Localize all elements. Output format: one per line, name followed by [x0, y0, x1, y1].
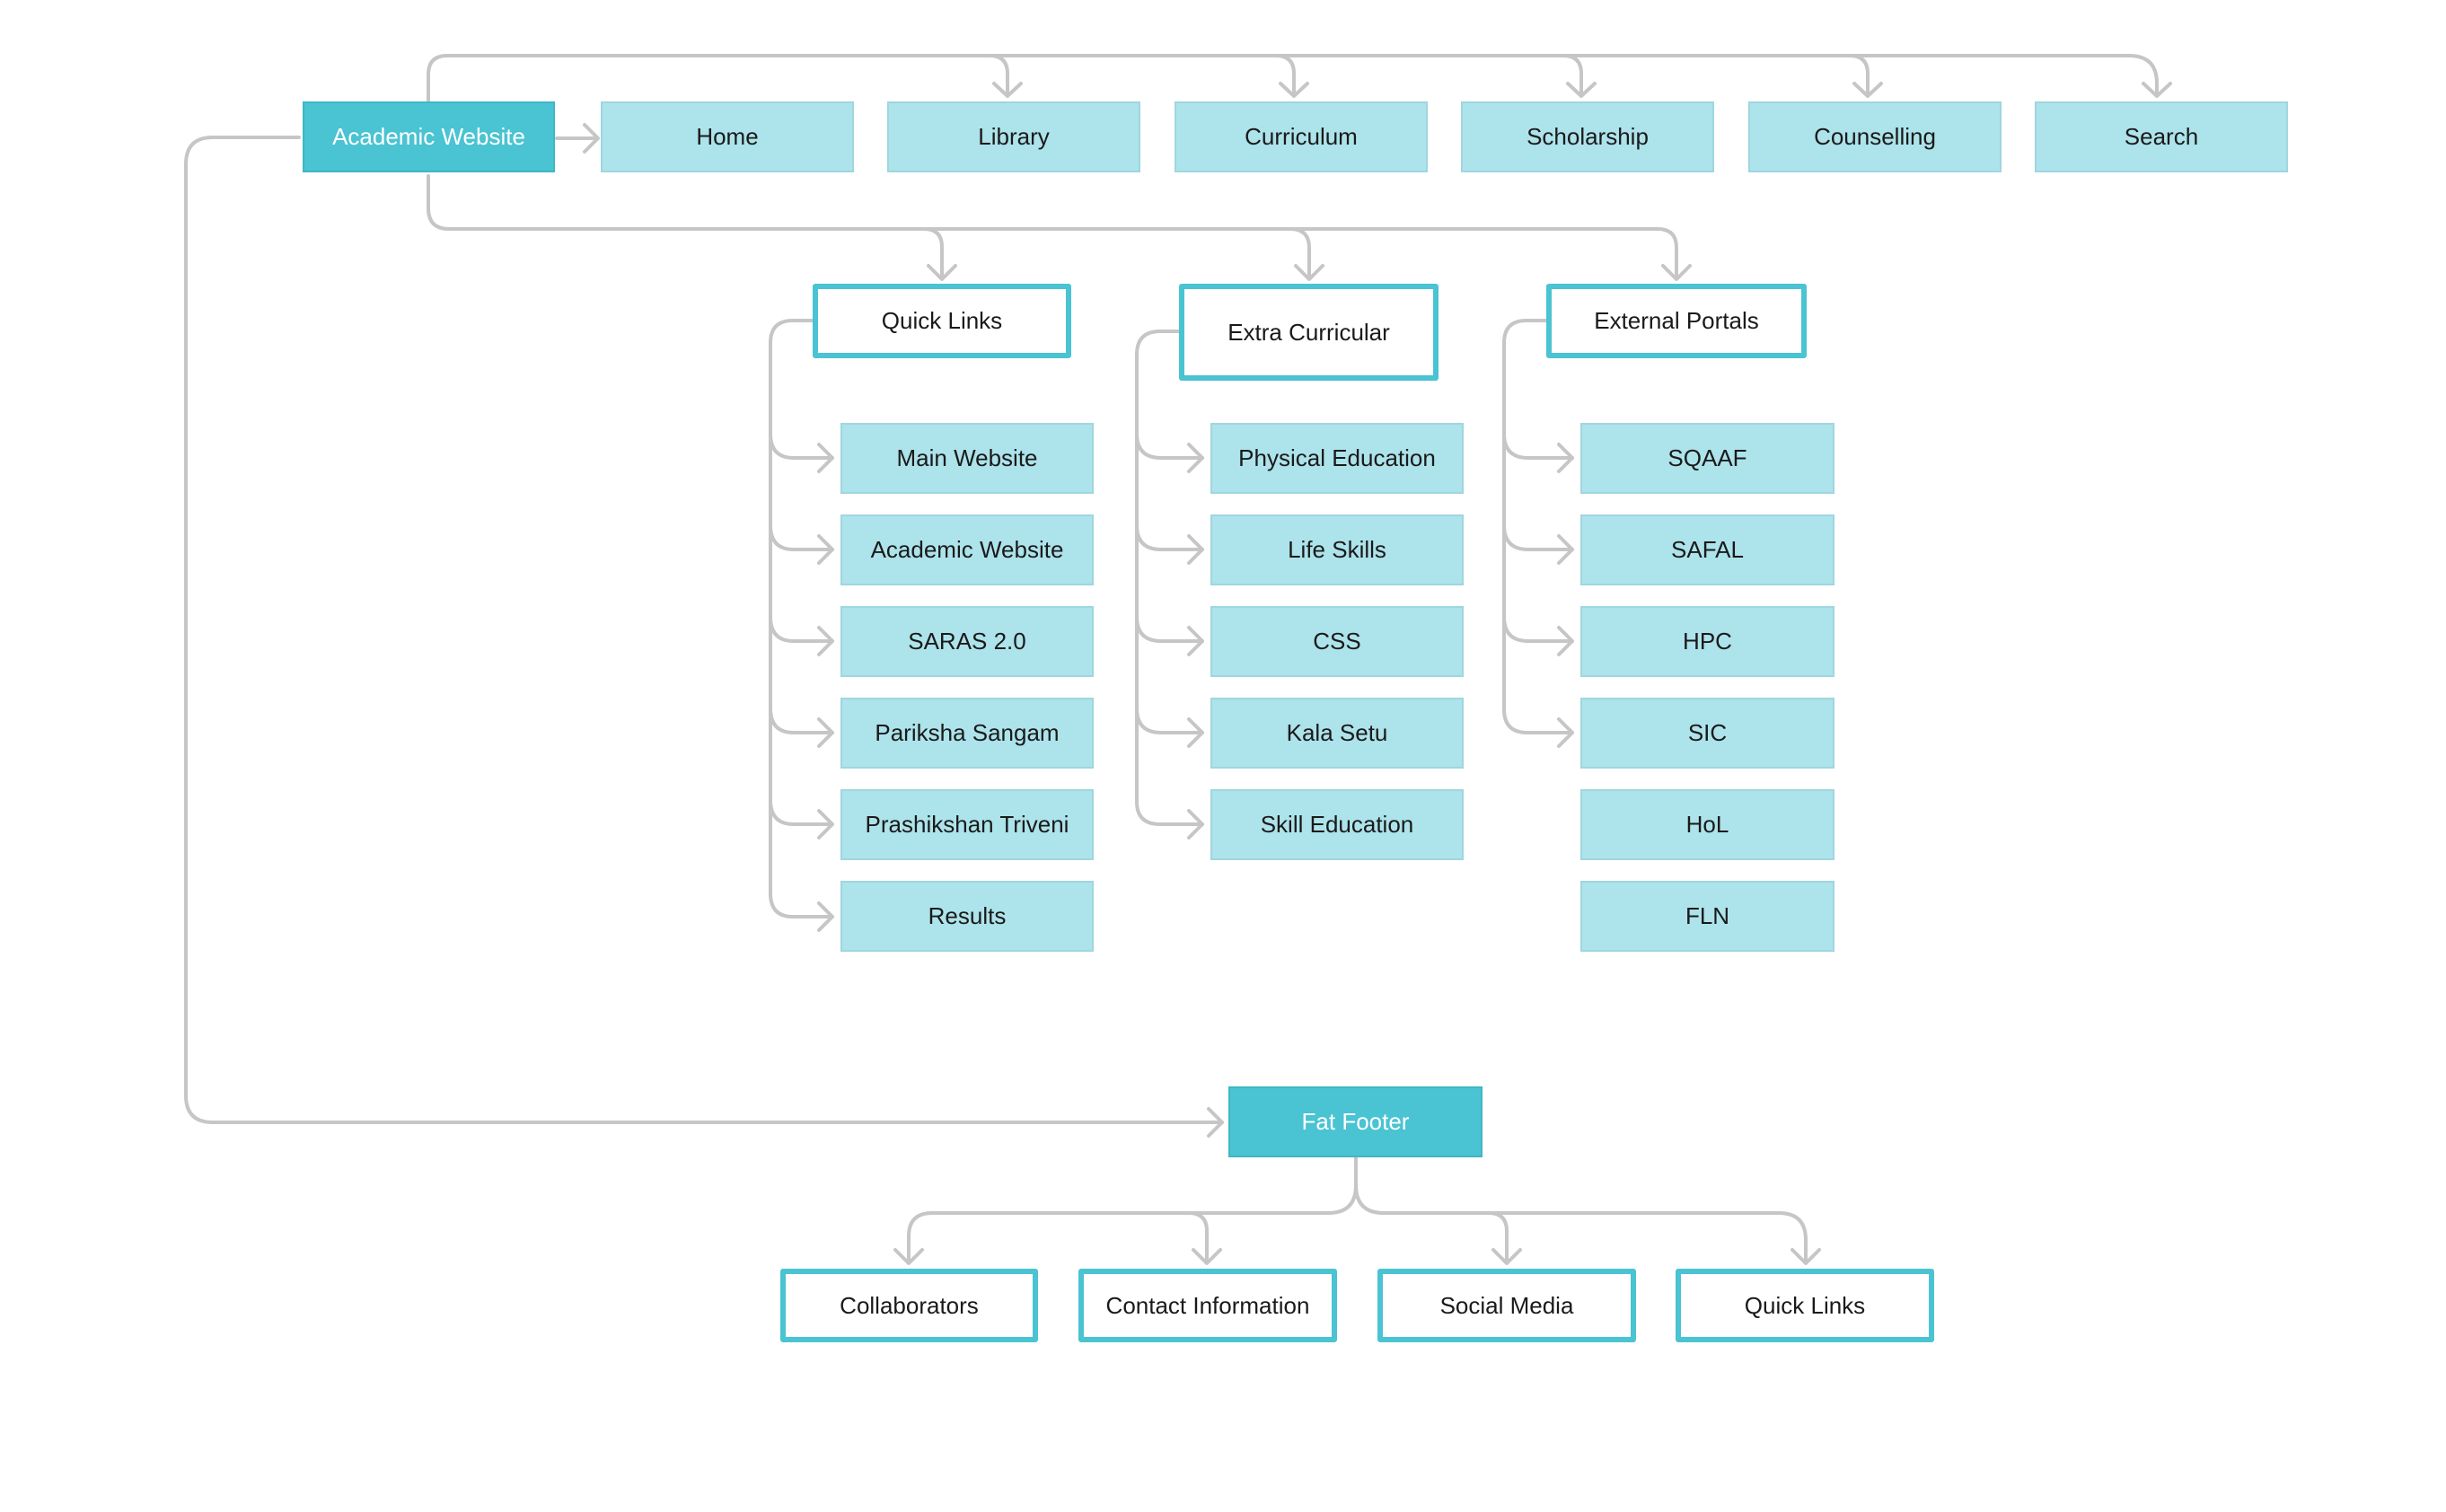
arrow-counselling — [1852, 82, 1883, 98]
connector-section-quicklinks — [922, 227, 944, 280]
nav-library: Library — [887, 101, 1140, 172]
external-portals-item: SAFAL — [1580, 514, 1834, 585]
external-portals-item: FLN — [1580, 881, 1834, 952]
extra-curricular-item: Skill Education — [1210, 789, 1464, 860]
quick-links-item: Main Website — [840, 423, 1094, 494]
connector-quicklinks-children — [769, 319, 834, 919]
extra-curricular-item: Physical Education — [1210, 423, 1464, 494]
external-portals-item: SQAAF — [1580, 423, 1834, 494]
root-node: Academic Website — [303, 101, 555, 172]
extra-curricular-item: Life Skills — [1210, 514, 1464, 585]
footer-item-contact-information: Contact Information — [1078, 1269, 1337, 1342]
extra-curricular-item: Kala Setu — [1210, 698, 1464, 769]
connector-nav-scholarship — [1562, 54, 1583, 97]
arrow-footer — [1207, 1107, 1224, 1138]
arrow-externalportals — [1661, 264, 1692, 281]
footer-node: Fat Footer — [1228, 1086, 1483, 1157]
arrow-extracurricular — [1294, 264, 1324, 281]
footer-item-social-media: Social Media — [1377, 1269, 1636, 1342]
external-portals-item: HoL — [1580, 789, 1834, 860]
connector-root-to-nav — [427, 54, 2159, 102]
connector-nav-library — [988, 54, 1009, 97]
connector-extracurricular-children — [1135, 330, 1204, 826]
arrow-scholarship — [1566, 82, 1597, 98]
section-extra-curricular: Extra Curricular — [1179, 284, 1439, 381]
arrow-quicklinks — [927, 264, 957, 281]
extra-curricular-item: CSS — [1210, 606, 1464, 677]
connector-root-to-footer — [184, 136, 1224, 1124]
arrow-curriculum — [1279, 82, 1309, 98]
nav-curriculum: Curriculum — [1175, 101, 1428, 172]
connector-nav-counselling — [1848, 54, 1870, 97]
arrow-home — [583, 123, 600, 154]
quick-links-item: Academic Website — [840, 514, 1094, 585]
nav-counselling: Counselling — [1748, 101, 2002, 172]
nav-search: Search — [2035, 101, 2288, 172]
connector-section-extracurricular — [1289, 227, 1311, 280]
section-quick-links: Quick Links — [813, 284, 1071, 358]
connector-externalportals-children — [1502, 319, 1574, 734]
section-external-portals: External Portals — [1546, 284, 1807, 358]
nav-home: Home — [601, 101, 854, 172]
quick-links-item: Results — [840, 881, 1094, 952]
footer-item-quick-links: Quick Links — [1676, 1269, 1934, 1342]
quick-links-item: Pariksha Sangam — [840, 698, 1094, 769]
connector-footer-children — [907, 1156, 1358, 1264]
external-portals-item: HPC — [1580, 606, 1834, 677]
footer-item-collaborators: Collaborators — [780, 1269, 1038, 1342]
quick-links-item: Prashikshan Triveni — [840, 789, 1094, 860]
quick-links-item: SARAS 2.0 — [840, 606, 1094, 677]
connector-nav-curriculum — [1274, 54, 1296, 97]
external-portals-item: SIC — [1580, 698, 1834, 769]
connector-root-to-sections — [427, 174, 1678, 280]
arrow-search — [2142, 82, 2172, 98]
arrow-library — [992, 82, 1023, 98]
nav-scholarship: Scholarship — [1461, 101, 1714, 172]
